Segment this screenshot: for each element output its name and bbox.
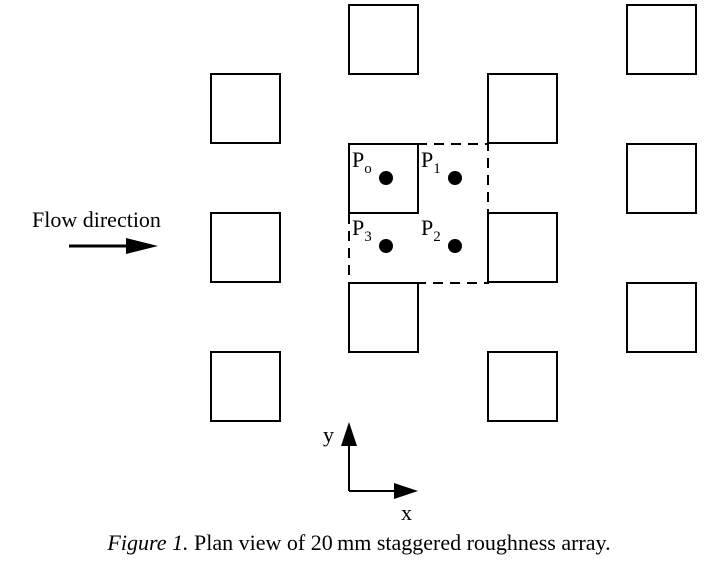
roughness-element bbox=[348, 4, 419, 75]
roughness-array-diagram: Po P1 P3 P2 Flow direction y x bbox=[32, 4, 697, 525]
point-p2-label: P2 bbox=[421, 215, 441, 245]
figure-caption-label: Figure 1. bbox=[107, 530, 189, 555]
roughness-element bbox=[210, 351, 281, 422]
figure-caption-text: Plan view of 20 mm staggered roughness a… bbox=[193, 530, 611, 555]
roughness-element bbox=[626, 143, 697, 214]
flow-direction-label: Flow direction bbox=[32, 207, 161, 232]
point-p0-marker bbox=[379, 171, 393, 185]
y-axis-label: y bbox=[323, 422, 334, 447]
roughness-element bbox=[626, 4, 697, 75]
point-p1-marker bbox=[448, 171, 462, 185]
roughness-element bbox=[487, 351, 558, 422]
measurement-region bbox=[348, 143, 489, 284]
roughness-element bbox=[210, 212, 281, 283]
roughness-element bbox=[348, 282, 419, 353]
x-axis-label: x bbox=[401, 500, 412, 525]
point-p3-label: P3 bbox=[352, 215, 372, 245]
point-p3-marker bbox=[379, 239, 393, 253]
y-axis-arrow bbox=[341, 422, 357, 446]
flow-arrow-head bbox=[126, 238, 158, 254]
roughness-element bbox=[487, 212, 558, 283]
roughness-element bbox=[210, 73, 281, 144]
roughness-element bbox=[626, 282, 697, 353]
figure-caption: Figure 1. Plan view of 20 mm staggered r… bbox=[0, 530, 718, 556]
x-axis-arrow bbox=[394, 483, 418, 499]
point-p2-marker bbox=[448, 239, 462, 253]
point-p1-label: P1 bbox=[421, 147, 441, 177]
roughness-element bbox=[487, 73, 558, 144]
point-p0-label: Po bbox=[352, 147, 372, 177]
